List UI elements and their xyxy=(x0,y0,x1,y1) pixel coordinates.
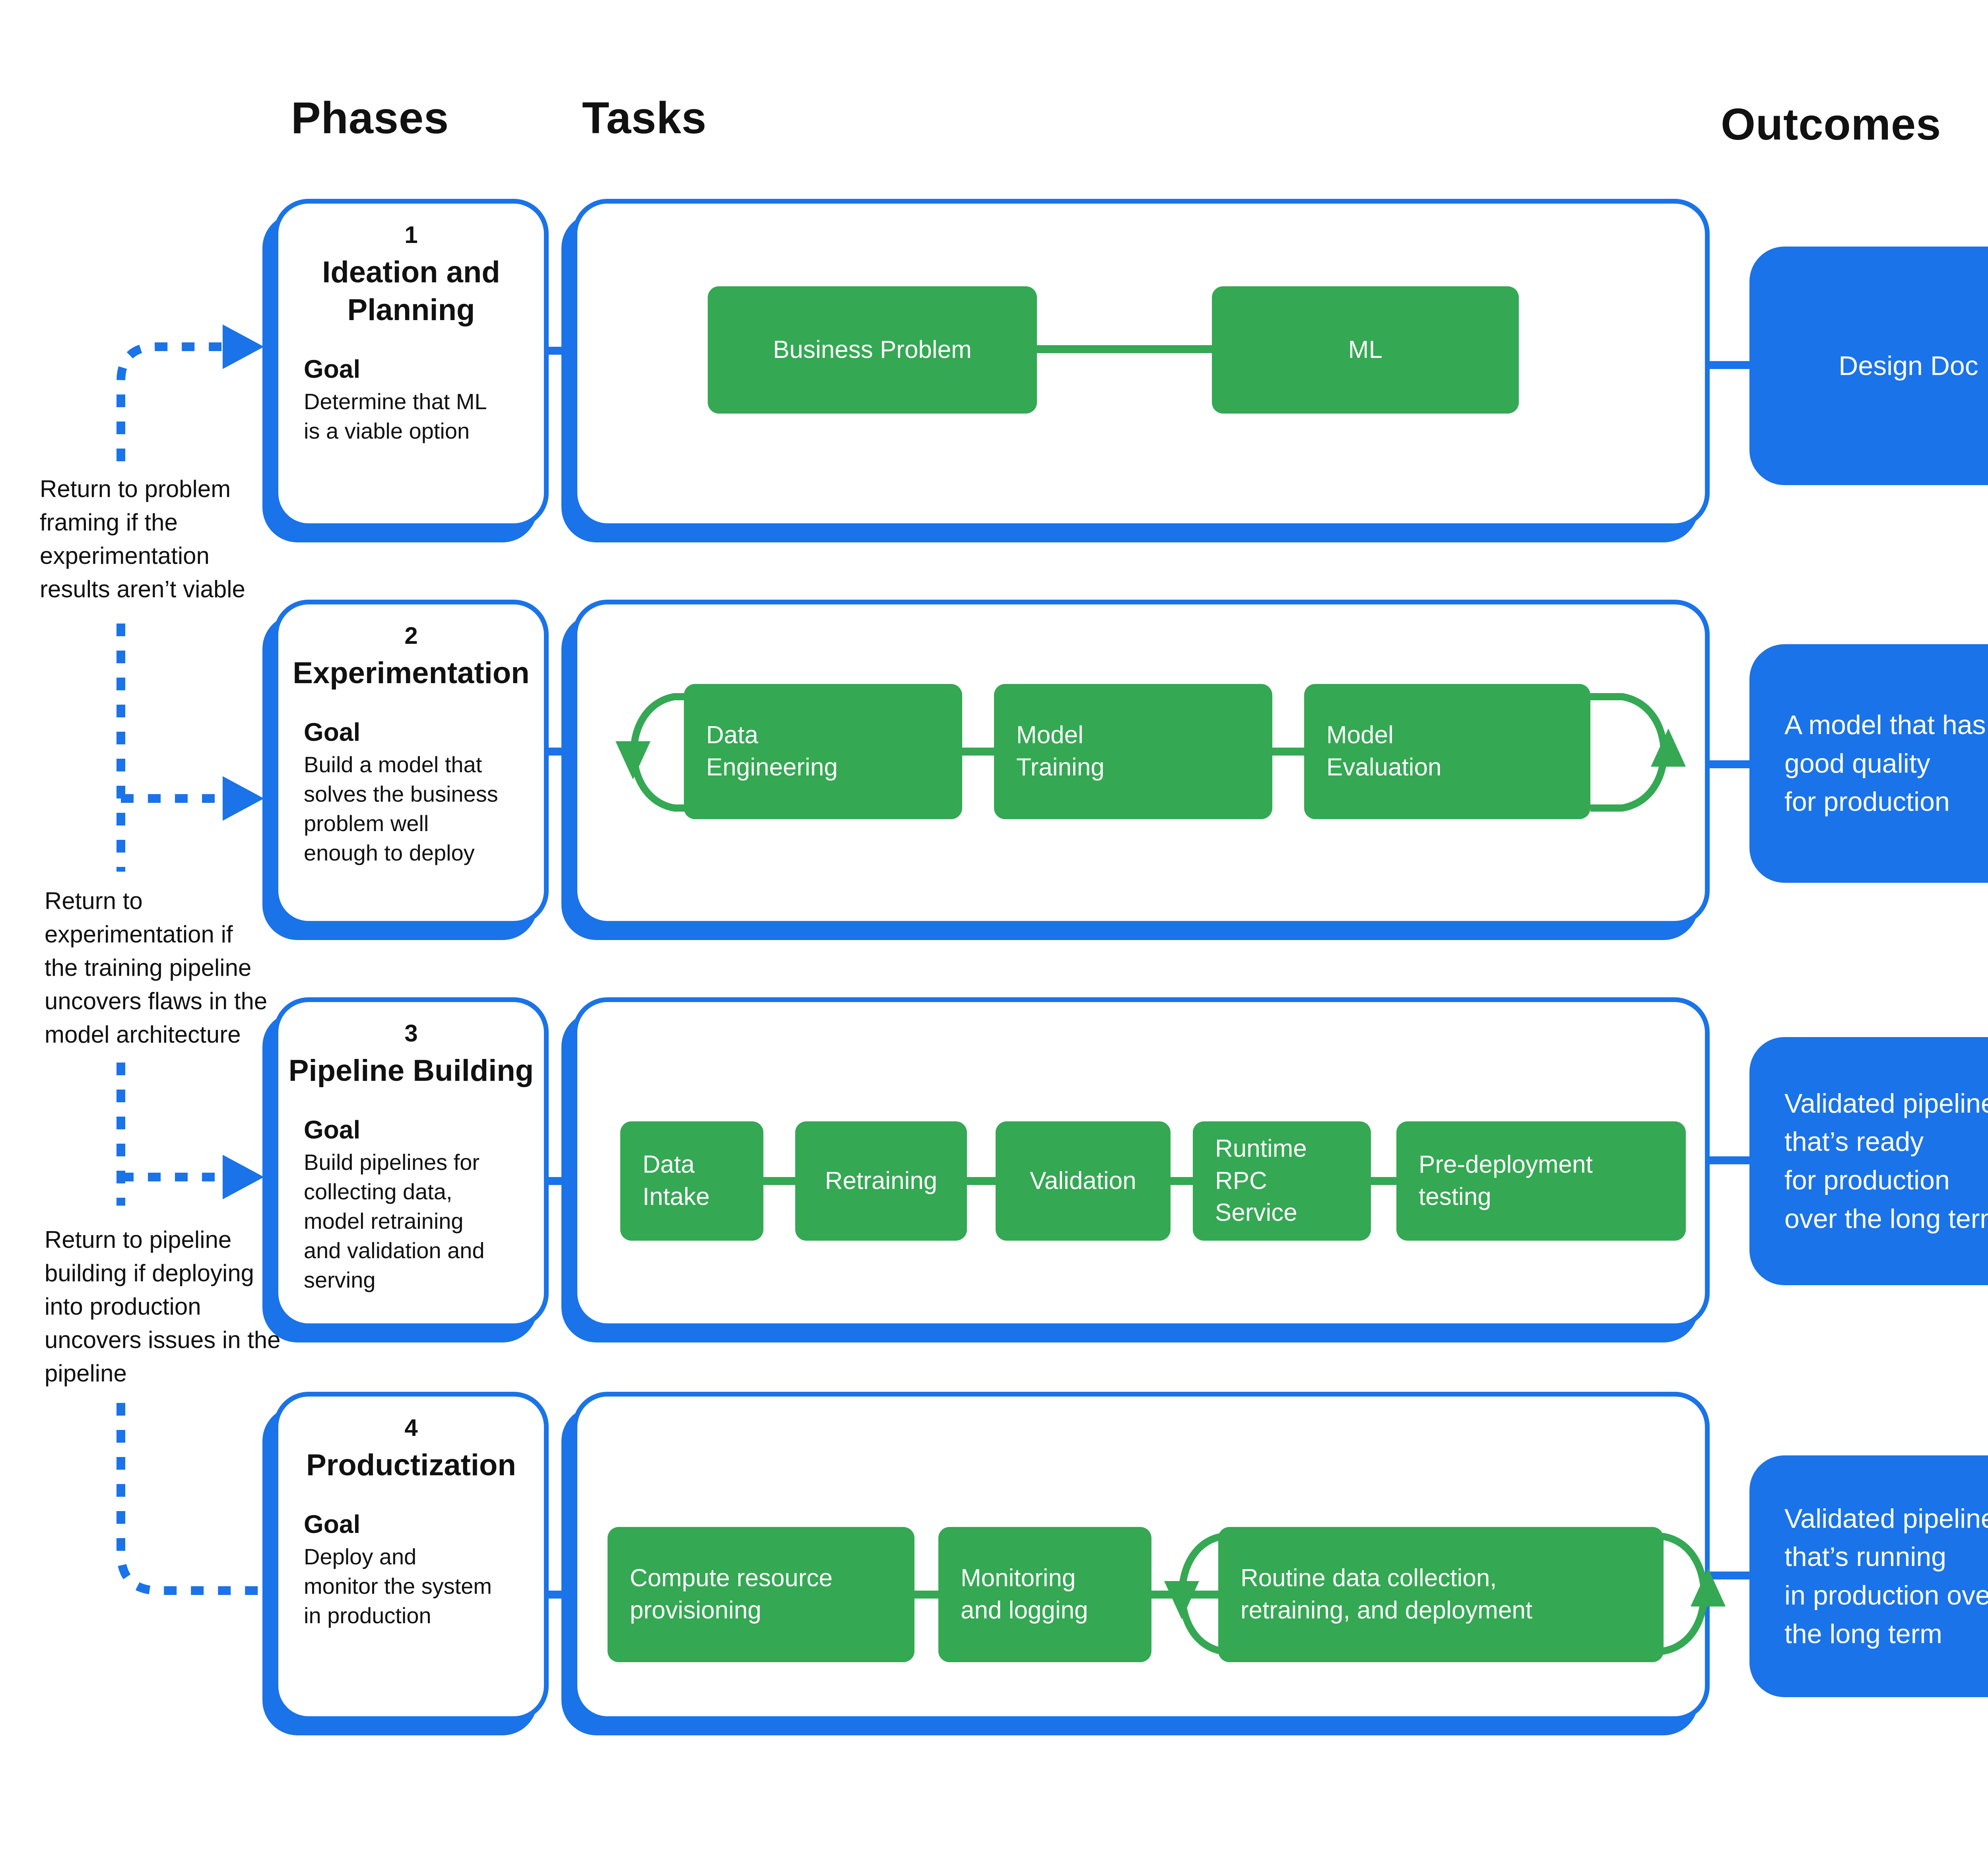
goal-text: Determine that ML is a viable option xyxy=(304,389,487,443)
outcome-design-doc: Design Doc xyxy=(1749,247,1988,485)
annotation-return-experimentation: Return to experimentation if the trainin… xyxy=(45,888,268,1048)
task-box-runtime-rpc-service: Runtime RPC Service xyxy=(1193,1121,1371,1241)
goal-text: Build pipelines for collecting data, mod… xyxy=(304,1150,485,1292)
task-box-data-intake: Data Intake xyxy=(620,1121,763,1241)
goal-label: Goal xyxy=(304,1115,361,1144)
phase-number: 3 xyxy=(404,1020,418,1047)
phase-number: 1 xyxy=(404,221,418,248)
outcome-model-good-quality: A model that has good quality for produc… xyxy=(1749,644,1988,883)
task-connector xyxy=(962,748,994,756)
task-box-pre-deployment-testing: Pre-deployment testing xyxy=(1396,1121,1686,1241)
task-connector xyxy=(1037,345,1212,353)
arrowhead-to-phase-2 xyxy=(223,776,264,821)
goal-label: Goal xyxy=(304,1510,361,1539)
task-outcome-connector xyxy=(1710,361,1749,369)
task-outcome-connector xyxy=(1710,1572,1749,1579)
column-header-tasks: Tasks xyxy=(582,93,707,143)
phase-card-ideation-planning: 1 Ideation and Planning Goal Determine t… xyxy=(274,199,549,528)
task-box-data-engineering: Data Engineering xyxy=(684,684,962,819)
outcome-validated-pipeline-ready: Validated pipeline that’s ready for prod… xyxy=(1749,1037,1988,1285)
task-connector xyxy=(1171,1177,1193,1185)
column-header-phases: Phases xyxy=(291,93,449,143)
arrowhead-to-phase-3 xyxy=(223,1155,264,1199)
task-connector xyxy=(1371,1177,1396,1185)
phase-task-connector xyxy=(549,1591,573,1599)
goal-text: Build a model that solves the business p… xyxy=(304,752,498,865)
phase-title: Experimentation xyxy=(293,656,530,690)
phase-task-connector xyxy=(549,347,573,355)
task-box-monitoring-logging: Monitoring and logging xyxy=(938,1527,1151,1662)
arrowhead-to-phase-1 xyxy=(223,324,264,369)
task-box-routine-data-collection: Routine data collection, retraining, and… xyxy=(1218,1527,1664,1662)
goal-label: Goal xyxy=(304,718,361,746)
task-outcome-connector xyxy=(1710,760,1749,768)
column-header-outcomes: Outcomes xyxy=(1721,99,1941,149)
task-connector xyxy=(914,1591,938,1599)
phase-task-connector xyxy=(549,748,573,756)
task-connector xyxy=(763,1177,795,1185)
phase-card-experimentation: 2 Experimentation Goal Build a model tha… xyxy=(274,600,549,926)
annotation-return-problem-framing: Return to problem framing if the experim… xyxy=(40,476,245,602)
task-connector xyxy=(1151,1591,1218,1599)
annotation-return-pipeline-building: Return to pipeline building if deploying… xyxy=(45,1226,281,1387)
goal-text: Deploy and monitor the system in product… xyxy=(304,1544,492,1628)
phase-title: Ideation and Planning xyxy=(322,255,500,327)
task-box-retraining: Retraining xyxy=(795,1121,967,1241)
phase-title: Pipeline Building xyxy=(288,1054,534,1088)
phase-card-pipeline-building: 3 Pipeline Building Goal Build pipelines… xyxy=(274,997,549,1328)
task-box-validation: Validation xyxy=(996,1121,1171,1241)
goal-label: Goal xyxy=(304,355,361,383)
task-box-ml: ML xyxy=(1212,286,1519,414)
phase-number: 4 xyxy=(404,1414,418,1441)
phase-title: Productization xyxy=(306,1448,516,1482)
task-outcome-connector xyxy=(1710,1156,1749,1164)
task-connector xyxy=(1272,748,1304,756)
task-box-compute-resource-provisioning: Compute resource provisioning xyxy=(608,1527,914,1662)
phase-card-productization: 4 Productization Goal Deploy and monitor… xyxy=(274,1392,549,1721)
outcome-validated-pipeline-running: Validated pipeline that’s running in pro… xyxy=(1749,1455,1988,1697)
task-box-model-evaluation: Model Evaluation xyxy=(1304,684,1590,819)
task-box-business-problem: Business Problem xyxy=(708,286,1037,414)
task-connector xyxy=(967,1177,996,1185)
phase-task-connector xyxy=(549,1177,573,1185)
task-box-model-training: Model Training xyxy=(994,684,1272,819)
phase-number: 2 xyxy=(404,622,418,649)
